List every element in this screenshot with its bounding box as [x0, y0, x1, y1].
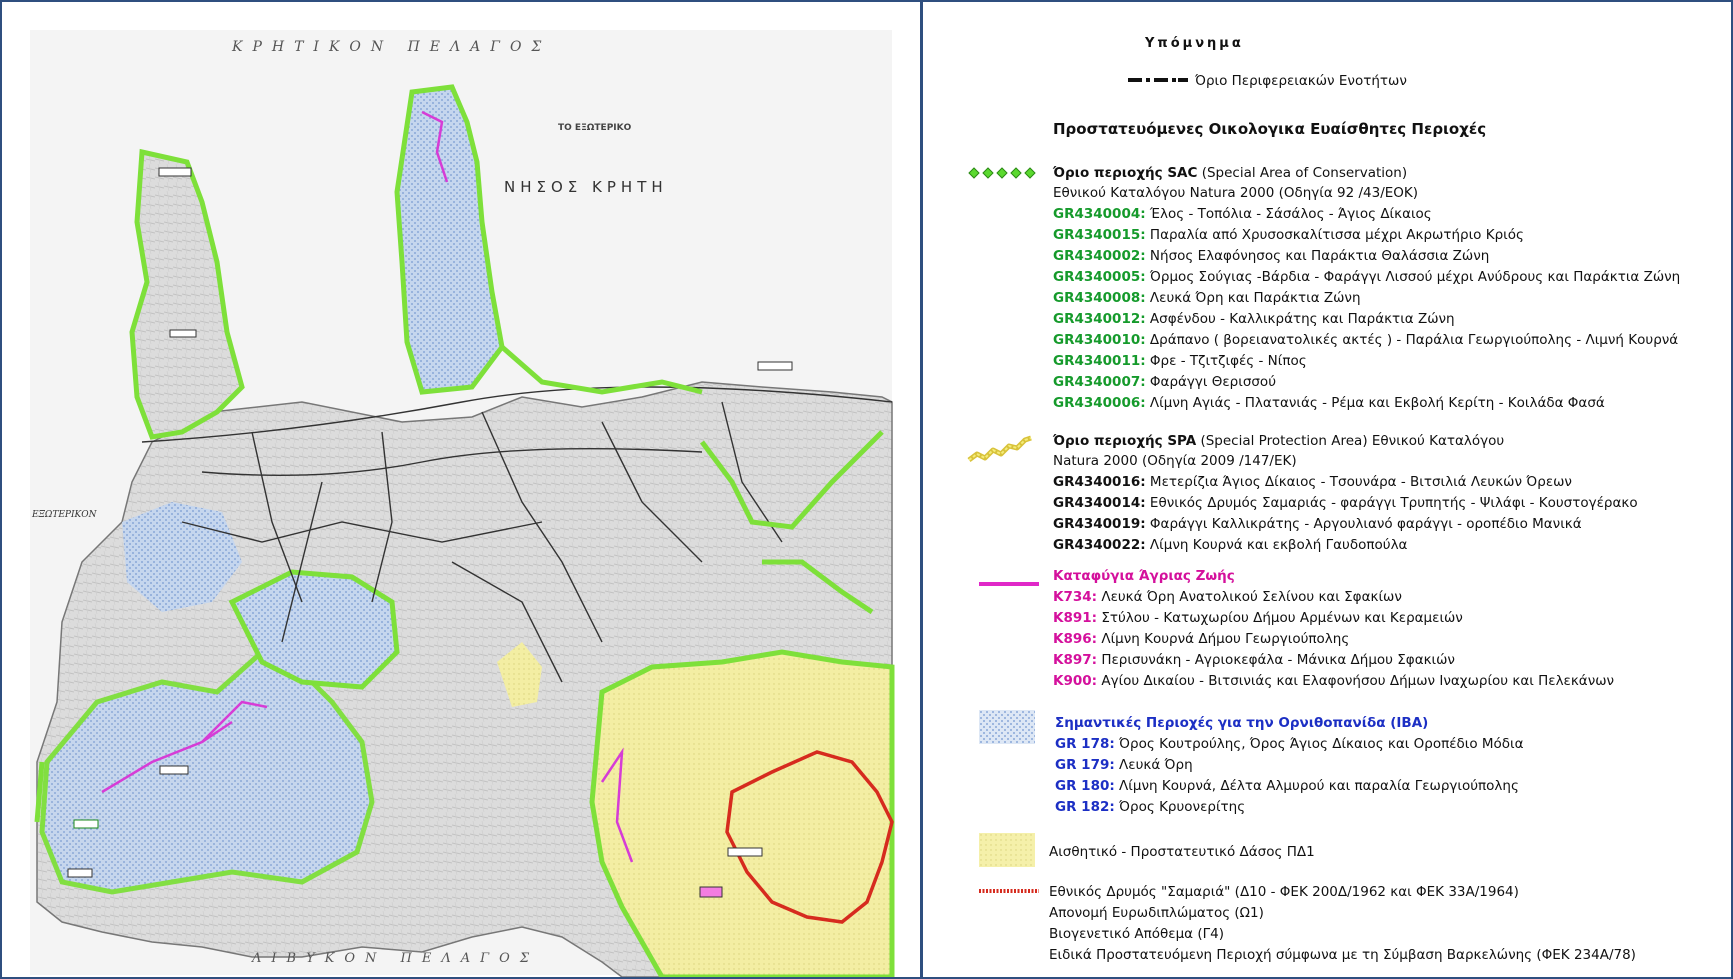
place-labels	[67, 167, 793, 898]
spa-heading: Όριο περιοχής SPA (Special Protection Ar…	[1053, 433, 1505, 449]
spa-subline: Natura 2000 (Οδηγία 2009 /147/ΕΚ)	[1053, 453, 1297, 469]
iba-zone	[228, 569, 400, 690]
forest-zone	[589, 649, 895, 977]
sac-item: GR4340015: Παραλία από Χρυσοσκαλίτισσα μ…	[1053, 227, 1524, 243]
sac-item: GR4340007: Φαράγγι Θερισσού	[1053, 374, 1277, 390]
park-line: Βιογενετικό Απόθεμα (Γ4)	[1049, 926, 1225, 942]
iba-zone	[39, 649, 375, 895]
boundary-label: Όριο Περιφερειακών Ενοτήτων	[1195, 73, 1407, 89]
national-park-icon	[979, 889, 1039, 893]
forest-zone	[497, 642, 542, 707]
national-park-boundary	[725, 750, 894, 924]
iba-area-icon	[979, 710, 1035, 744]
wildlife-item: Κ897: Περισυνάκη - Αγριοκεφάλα - Μάνικα …	[1053, 652, 1455, 668]
wildlife-heading: Καταφύγια Άγριας Ζωής	[1053, 568, 1235, 584]
spa-item: GR4340014: Εθνικός Δρυμός Σαμαριάς - φαρ…	[1053, 495, 1638, 511]
wildlife-item: Κ896: Λίμνη Κουρνά Δήμου Γεωργιούπολης	[1053, 631, 1350, 647]
spa-item: GR4340016: Μετερίζια Άγιος Δίκαιος - Τσο…	[1053, 474, 1572, 490]
spa-boundary-icon	[967, 435, 1032, 462]
spa-item: GR4340019: Φαράγγι Καλλικράτης - Αργουλι…	[1053, 516, 1582, 532]
road-network	[141, 386, 893, 683]
sac-item: GR4340005: Όρμος Σούγιας -Βάρδια - Φαράγ…	[1053, 269, 1681, 285]
wildlife-item: Κ891: Στύλου - Κατωχωρίου Δήμου Αρμένων …	[1053, 610, 1463, 626]
forest-label: Αισθητικό - Προστατευτικό Δάσος ΠΔ1	[1049, 844, 1315, 860]
sea-label-north: ΚΡΗΤΙΚΟΝ ΠΕΛΑΓΟΣ	[231, 39, 551, 55]
wildlife-item: Κ900: Αγίου Δικαίου - Βιτσινιάς και Ελαφ…	[1053, 673, 1615, 689]
section-title: Προστατευόμενες Οικολογικα Ευαίσθητες Πε…	[1053, 120, 1487, 138]
sac-item: GR4340002: Νήσος Ελαφόνησος και Παράκτια…	[1053, 248, 1490, 264]
park-line: Απονομή Ευρωδιπλώματος (Ω1)	[1049, 905, 1264, 921]
sac-item: GR4340011: Φρε - Τζιτζιφές - Νίπος	[1053, 353, 1307, 369]
sac-item: GR4340008: Λευκά Όρη και Παράκτια Ζώνη	[1053, 290, 1361, 306]
boundary-line-icon	[1128, 78, 1188, 82]
spa-item: GR4340022: Λίμνη Κουρνά και εκβολή Γαυδο…	[1053, 537, 1408, 553]
western-peninsula	[129, 148, 245, 440]
sea-label-south: ΛΙΒΥΚΟΝ ΠΕΛΑΓΟΣ	[251, 951, 539, 966]
wildlife-refuge-icon	[979, 582, 1039, 586]
sac-item: GR4340006: Λίμνη Αγιάς - Πλατανιάς - Ρέμ…	[1053, 395, 1605, 411]
map-canvas: ΚΡΗΤΙΚΟΝ ΠΕΛΑΓΟΣ ΝΗΣΟΣ ΚΡΗΤΗ ΛΙΒΥΚΟΝ ΠΕΛ…	[30, 30, 895, 977]
island-label: ΝΗΣΟΣ ΚΡΗΤΗ	[504, 178, 668, 196]
sac-boundary-icon	[968, 167, 1036, 179]
park-line: Ειδικά Προστατευόμενη Περιοχή σύμφωνα με…	[1049, 947, 1636, 963]
forest-area-icon	[979, 833, 1035, 867]
sac-item: GR4340012: Ασφένδου - Καλλικράτης και Πα…	[1053, 311, 1455, 327]
legend-title: Υπόμνημα	[1145, 36, 1244, 51]
sac-heading: Όριο περιοχής SAC (Special Area of Conse…	[1053, 165, 1408, 181]
iba-item: GR 180: Λίμνη Κουρνά, Δέλτα Αλμυρού και …	[1055, 778, 1519, 794]
wildlife-item: Κ734: Λευκά Όρη Ανατολικού Σελίνου και Σ…	[1053, 589, 1402, 605]
sac-boundary	[34, 345, 884, 823]
sac-item: GR4340004: Έλος - Τοπόλια - Σάσάλος - Άγ…	[1053, 206, 1432, 222]
sac-subline: Εθνικού Καταλόγου Natura 2000 (Οδηγία 92…	[1053, 185, 1419, 201]
legend-panel: Υπόμνημα Όριο Περιφερειακών Ενοτήτων Προ…	[923, 2, 1731, 977]
west-label: ΕΞΩΤΕΡΙΚΟΝ	[31, 510, 98, 520]
sac-item: GR4340010: Δράπανο ( βορειανατολικές ακτ…	[1053, 332, 1679, 348]
wildlife-refuge	[101, 110, 634, 863]
iba-item: GR 182: Όρος Κρυονερίτης	[1055, 799, 1246, 815]
abroad-label: ΤΟ ΕΞΩΤΕΡΙΚΟ	[558, 123, 632, 133]
map-panel: ΚΡΗΤΙΚΟΝ ΠΕΛΑΓΟΣ ΝΗΣΟΣ ΚΡΗΤΗ ΛΙΒΥΚΟΝ ΠΕΛ…	[2, 2, 923, 977]
iba-heading: Σημαντικές Περιοχές για την Ορνιθοπανίδα…	[1055, 715, 1429, 731]
iba-item: GR 179: Λευκά Όρη	[1055, 757, 1193, 773]
iba-item: GR 178: Όρος Κουτρούλης, Όρος Άγιος Δίκα…	[1055, 736, 1524, 752]
park-line: Εθνικός Δρυμός "Σαμαριά" (Δ10 - ΦΕΚ 200Δ…	[1049, 884, 1519, 900]
